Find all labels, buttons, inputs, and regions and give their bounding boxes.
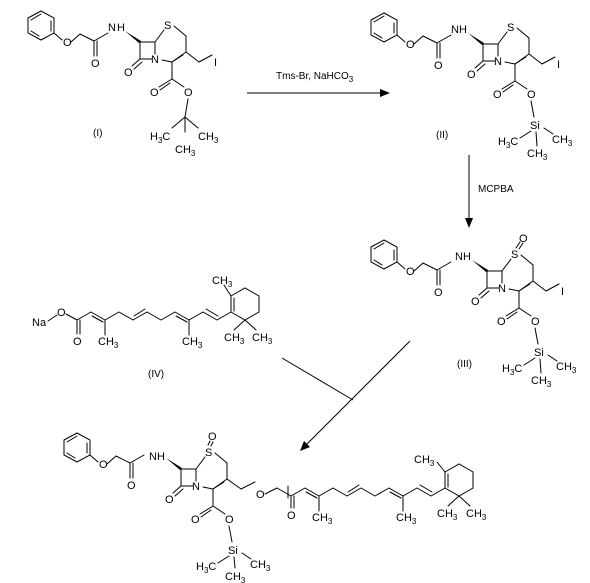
methyl-label: CH3: [225, 571, 246, 583]
methyl-label: CH3: [224, 332, 245, 346]
compound-iv: Na O O CH3 CH3 CH3 CH3 CH3 (IV): [32, 275, 273, 380]
oxygen-label: O: [73, 336, 82, 348]
compound-label: (IV): [148, 369, 164, 380]
oxygen-label: O: [471, 296, 480, 308]
oxygen-label: O: [225, 514, 234, 526]
iodine-label: I: [561, 286, 564, 298]
compound-ii: O O NH O N S I O O Si: [370, 12, 573, 162]
oxygen-label: O: [497, 316, 506, 328]
oxygen-label: O: [165, 494, 174, 506]
compound-label: (I): [93, 128, 102, 139]
methyl-label: CH3: [556, 361, 577, 375]
nitrogen-label: N: [151, 54, 159, 66]
silicon-label: Si: [534, 347, 544, 359]
amine-label: NH: [149, 451, 165, 463]
hydrogen-label: H: [117, 22, 125, 34]
iodine-label: I: [214, 57, 217, 69]
oxygen-label: O: [127, 480, 136, 492]
reaction-arrow-1: Tms-Br, NaHCO3: [247, 71, 390, 97]
oxygen-label: O: [531, 316, 540, 328]
methyl-label: CH3: [531, 375, 552, 389]
oxygen-label: O: [256, 489, 265, 501]
nitrogen-label: N: [498, 283, 506, 295]
oxygen-label: O: [406, 39, 415, 51]
compound-label: (III): [457, 359, 472, 370]
sulfur-label: S: [507, 22, 514, 34]
compound-i: O O N H O N S I O O: [27, 10, 219, 158]
methyl-label: H3C: [498, 136, 518, 150]
oxygen-label: O: [63, 37, 72, 49]
oxygen-label: O: [99, 459, 108, 471]
sulfur-label: S: [205, 447, 212, 459]
reagent-label: MCPBA: [478, 184, 514, 195]
oxygen-label: O: [434, 287, 443, 299]
oxygen-label: O: [493, 89, 502, 101]
oxygen-label: O: [406, 266, 415, 278]
product: O O NH O N S O O O: [63, 431, 487, 583]
methyl-label: CH3: [212, 275, 233, 289]
oxygen-label: O: [527, 89, 536, 101]
nitrogen-label: N: [192, 481, 200, 493]
silicon-label: Si: [228, 545, 238, 557]
oxygen-label: O: [91, 58, 100, 70]
methyl-label: CH3: [98, 336, 119, 350]
oxygen-label: O: [191, 514, 200, 526]
oxygen-label: O: [150, 87, 159, 99]
methyl-label: CH3: [182, 336, 203, 350]
oxygen-label: O: [287, 510, 296, 522]
oxygen-label: O: [208, 431, 217, 443]
sulfur-label: S: [164, 20, 171, 32]
reaction-arrow-2: MCPBA: [465, 155, 514, 228]
oxygen-label: O: [467, 69, 476, 81]
converging-arrow: [281, 340, 411, 451]
nitrogen-label: N: [494, 56, 502, 68]
oxygen-label: O: [57, 307, 66, 319]
amine-label: NH: [455, 251, 471, 263]
methyl-label: CH3: [175, 144, 196, 158]
compound-iii: O O NH O N S O I O O Si: [370, 233, 577, 389]
methyl-label: H3C: [502, 363, 522, 377]
compound-label: (II): [436, 130, 448, 141]
reagent-label: Tms-Br, NaHCO3: [276, 71, 354, 84]
oxygen-label: O: [434, 60, 443, 72]
nitrogen-label: N: [108, 22, 116, 34]
methyl-label: CH3: [312, 512, 333, 526]
methyl-label: H3C: [196, 561, 216, 575]
methyl-label: CH3: [552, 134, 573, 148]
methyl-label: CH3: [252, 332, 273, 346]
methyl-label: CH3: [414, 454, 435, 468]
sodium-label: Na: [32, 317, 47, 329]
methyl-label: H3C: [150, 131, 170, 145]
oxygen-label: O: [184, 87, 193, 99]
methyl-label: CH3: [437, 508, 458, 522]
methyl-label: CH3: [250, 559, 271, 573]
amine-label: NH: [451, 24, 467, 36]
iodine-label: I: [557, 59, 560, 71]
methyl-label: CH3: [198, 131, 219, 145]
methyl-label: CH3: [396, 512, 417, 526]
oxygen-label: O: [124, 67, 133, 79]
methyl-label: CH3: [527, 148, 548, 162]
silicon-label: Si: [530, 120, 540, 132]
sulfur-label: S: [511, 249, 518, 261]
oxygen-label: O: [519, 233, 528, 245]
methyl-label: CH3: [466, 508, 487, 522]
